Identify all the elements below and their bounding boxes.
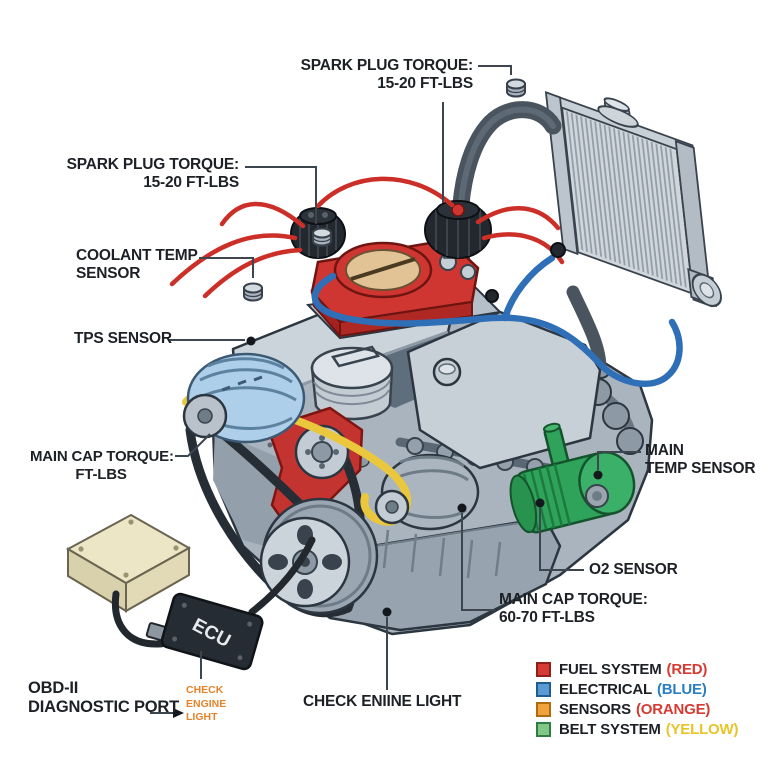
callout-dots: [173, 336, 603, 718]
legend-swatch-fuel-system: [536, 662, 551, 677]
legend-item-sensors: SENSORS (ORANGE): [536, 701, 738, 718]
legend-label: ELECTRICAL: [559, 681, 652, 698]
label-check-engine-light-center: CHECK ENIINE LIGHT: [303, 693, 462, 710]
legend-paren: (BLUE): [657, 681, 707, 698]
radiator-outlet: [687, 267, 722, 308]
module-box: [65, 513, 192, 613]
label-o2-sensor: O2 SENSOR: [589, 561, 678, 578]
legend-item-belt-system: BELT SYSTEM (YELLOW): [536, 721, 739, 738]
label-check-engine-light-small: CHECK ENGINE LIGHT: [186, 684, 227, 724]
legend-item-fuel-system: FUEL SYSTEM (RED): [536, 661, 738, 678]
label-coolant-temp-sensor: COOLANT TEMP SENSOR: [76, 247, 198, 283]
vacuum-valve: [485, 289, 499, 303]
arrow-head: [173, 708, 184, 718]
callout-lines: [150, 65, 641, 714]
legend-swatch-sensors: [536, 702, 551, 717]
piston-cutaway: [310, 345, 394, 421]
label-spark-plug-torque-top: SPARK PLUG TORQUE: 15-20 FT-LBS: [300, 57, 474, 93]
legend-label: FUEL SYSTEM: [559, 661, 662, 678]
legend-label: SENSORS: [559, 701, 631, 718]
vacuum-valve: [550, 242, 566, 258]
distributor-right: [424, 200, 492, 259]
label-tps-sensor: TPS SENSOR: [74, 330, 172, 347]
ecu-cable: [248, 536, 316, 616]
label-spark-plug-torque-left: SPARK PLUG TORQUE: 15-20 FT-LBS: [66, 156, 240, 192]
label-obd-diagnostic-port: OBD-II DIAGNOSTIC PORT: [28, 679, 180, 717]
legend-label: BELT SYSTEM: [559, 721, 661, 738]
spark-plug-wires: [169, 176, 565, 299]
alternator: [182, 352, 306, 444]
radiator-cap: [597, 97, 639, 128]
legend-paren: (YELLOW): [665, 721, 739, 738]
ac-pulley: [374, 489, 410, 525]
label-main-cap-torque-right: MAIN CAP TORQUE: 60-70 FT-LBS: [499, 591, 648, 627]
radiator-fins: [566, 111, 687, 288]
radiator: [544, 91, 722, 308]
exhaust-manifold: [584, 378, 644, 455]
legend-paren: (ORANGE): [635, 701, 711, 718]
legend: FUEL SYSTEM (RED) ELECTRICAL (BLUE) SENS…: [536, 661, 739, 742]
legend-paren: (RED): [666, 661, 708, 678]
label-main-temp-sensor: MAIN TEMP SENSOR: [645, 442, 756, 478]
ecu-box: ECU: [145, 592, 264, 671]
legend-item-electrical: ELECTRICAL (BLUE): [536, 681, 738, 698]
crank-pulley: [259, 497, 379, 615]
label-main-cap-torque-left: MAIN CAP TORQUE: FT-LBS: [30, 448, 174, 483]
legend-swatch-belt-system: [536, 722, 551, 737]
legend-swatch-electrical: [536, 682, 551, 697]
vacuum-hoses: [311, 254, 683, 388]
